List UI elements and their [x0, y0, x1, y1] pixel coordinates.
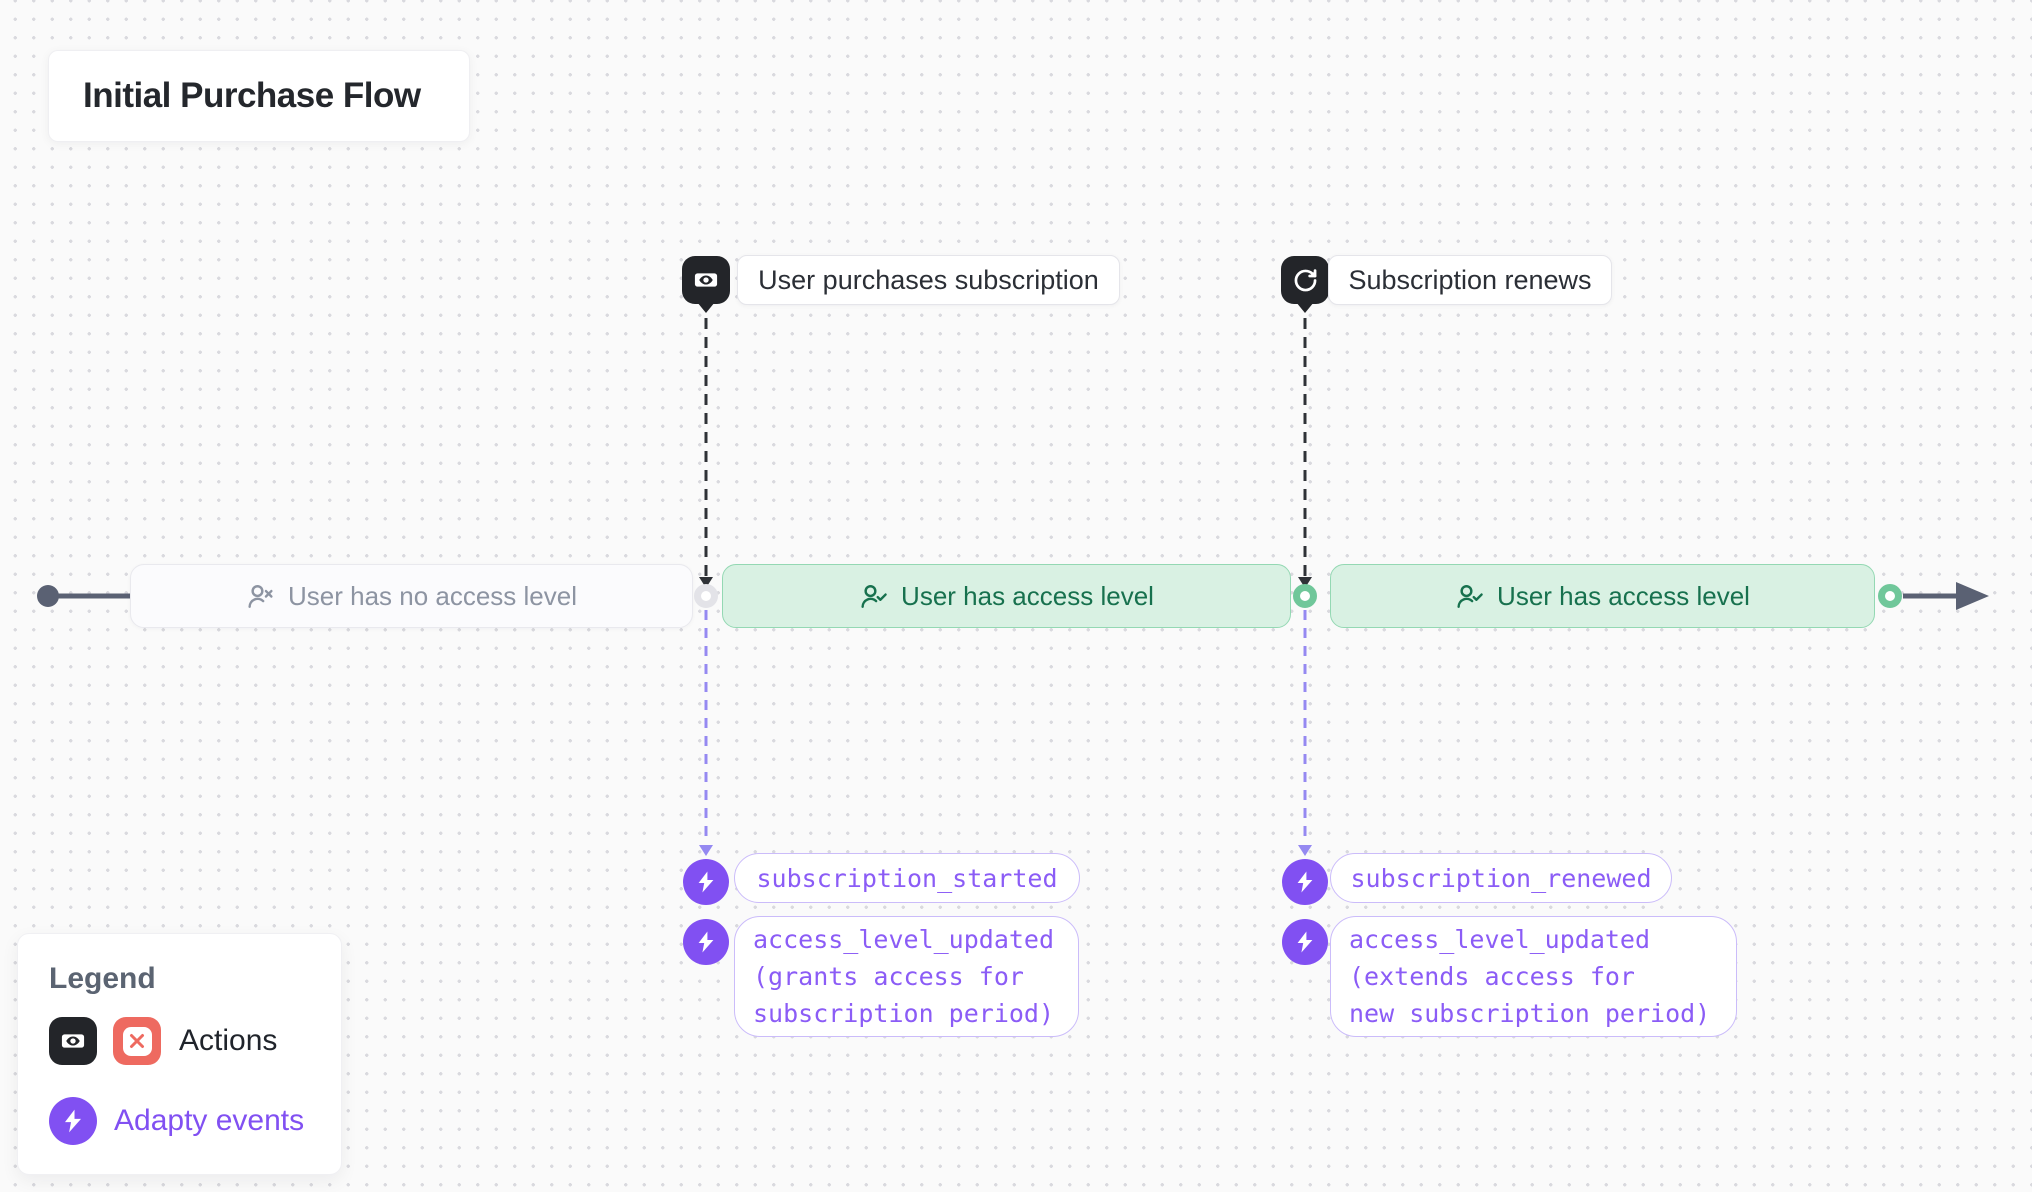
state-no-access-level[interactable]: User has no access level	[130, 564, 693, 628]
state-no-access-label: User has no access level	[287, 580, 578, 611]
legend-row-actions: Actions	[49, 1017, 277, 1065]
state-has-access-label-2: User has access level	[1497, 580, 1750, 611]
banknote-glyph	[694, 273, 718, 287]
connector-ring-1[interactable]	[694, 584, 718, 608]
lightning-icon[interactable]	[683, 919, 729, 965]
timeline-end-arrow	[1903, 582, 1989, 610]
x-glyph-frame	[122, 1026, 152, 1056]
lightning-icon	[49, 1097, 97, 1145]
action-arrow-purchase	[699, 318, 713, 588]
event-access-level-updated-grants[interactable]: access_level_updated (grants access for …	[734, 916, 1079, 1037]
banknote-glyph	[61, 1034, 85, 1048]
legend-adapty-events-label: Adapty events	[114, 1104, 305, 1137]
state-has-access-label-1: User has access level	[901, 580, 1154, 611]
user-check-icon	[1457, 584, 1483, 608]
event-subscription-renewed-text: subscription_renewed	[1350, 863, 1652, 893]
lightning-icon[interactable]	[1282, 859, 1328, 905]
legend-card: Legend Actions	[17, 933, 342, 1175]
action-label-purchase-text: User purchases subscription	[758, 264, 1099, 295]
legend-row-adapty-events: Adapty events	[49, 1097, 304, 1145]
timeline-start-connector	[37, 585, 131, 607]
action-arrow-renew	[1298, 318, 1312, 588]
lightning-glyph	[698, 871, 714, 893]
banknote-icon[interactable]	[682, 256, 730, 304]
event-subscription-started-text: subscription_started	[756, 863, 1058, 893]
x-glyph	[130, 1034, 144, 1048]
event-arrow-renewed	[1298, 610, 1312, 856]
lightning-icon[interactable]	[1282, 919, 1328, 965]
legend-title: Legend	[49, 962, 156, 995]
event-subscription-started[interactable]: subscription_started	[734, 853, 1080, 903]
refresh-cw-icon[interactable]	[1281, 256, 1329, 304]
event-access-level-updated-grants-text: access_level_updated (grants access for …	[753, 925, 1055, 1028]
user-check-icon	[861, 584, 887, 608]
state-has-access-level-1[interactable]: User has access level	[722, 564, 1291, 628]
title-card: Initial Purchase Flow	[48, 50, 470, 142]
lightning-glyph	[1297, 931, 1313, 953]
event-access-level-updated-extends-text: access_level_updated (extends access for…	[1349, 925, 1711, 1028]
event-subscription-renewed[interactable]: subscription_renewed	[1330, 853, 1672, 903]
legend-actions-label: Actions	[179, 1024, 278, 1057]
action-label-purchase[interactable]: User purchases subscription	[737, 255, 1120, 305]
lightning-glyph	[64, 1109, 82, 1133]
banknote-icon	[49, 1017, 97, 1065]
event-arrow-started	[699, 610, 713, 856]
lightning-glyph	[698, 931, 714, 953]
page-title: Initial Purchase Flow	[83, 76, 421, 115]
refresh-glyph	[1294, 268, 1316, 291]
lightning-glyph	[1297, 871, 1313, 893]
user-x-icon	[248, 584, 273, 608]
connector-ring-3[interactable]	[1878, 584, 1902, 608]
action-label-renew[interactable]: Subscription renews	[1328, 255, 1612, 305]
event-access-level-updated-extends[interactable]: access_level_updated (extends access for…	[1330, 916, 1737, 1037]
lightning-icon[interactable]	[683, 859, 729, 905]
state-has-access-level-2[interactable]: User has access level	[1330, 564, 1875, 628]
action-tail	[1296, 302, 1314, 313]
connector-ring-2[interactable]	[1293, 584, 1317, 608]
action-tail	[697, 302, 715, 313]
x-square-icon	[113, 1017, 161, 1065]
action-label-renew-text: Subscription renews	[1348, 264, 1592, 295]
